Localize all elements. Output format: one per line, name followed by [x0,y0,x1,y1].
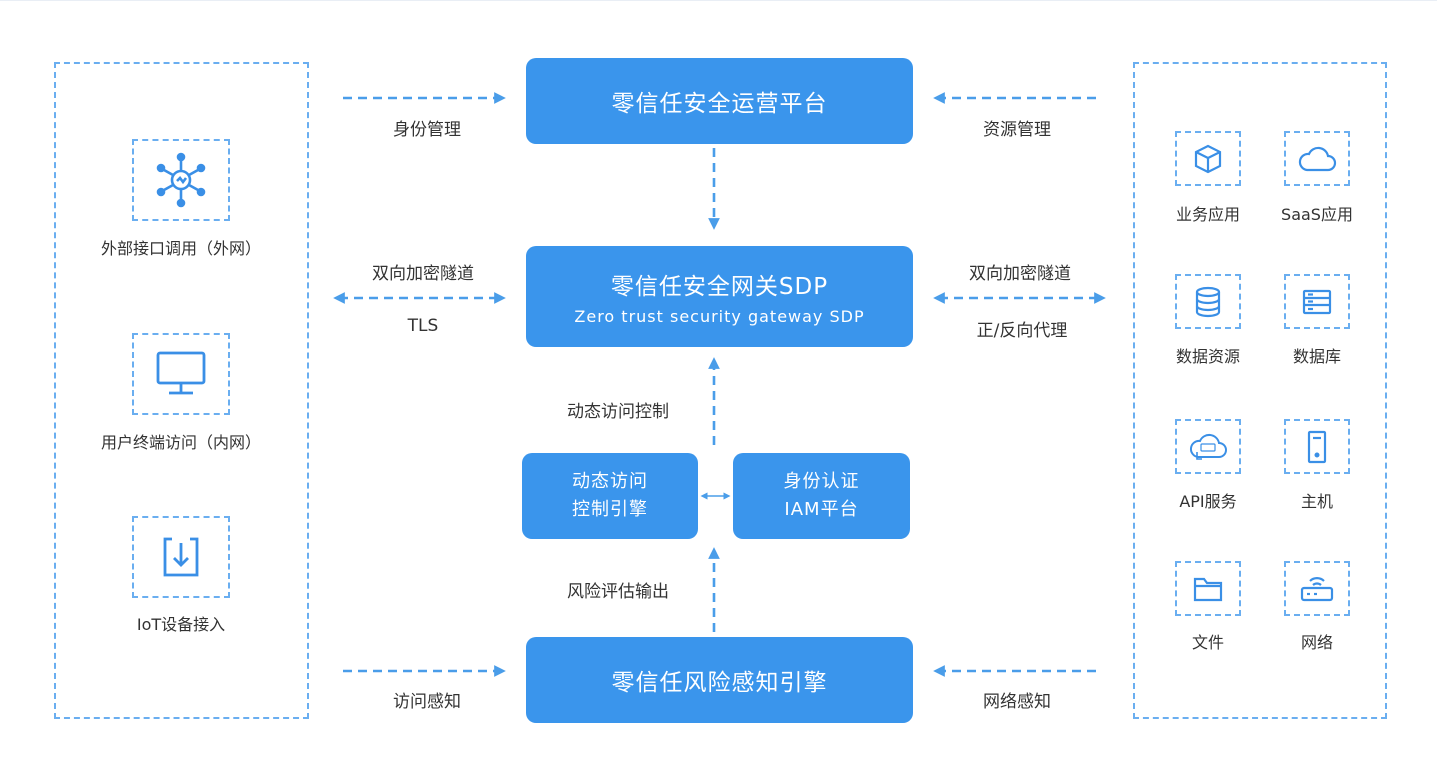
monitor-icon [156,351,206,395]
label-network-sense: 网络感知 [983,692,1051,712]
right-item-label: 网络 [1300,633,1334,652]
cloud-icon [1298,146,1337,171]
ops-platform-title: 零信任安全运营平台 [611,91,828,117]
right-item-saas [1284,131,1350,186]
label-dynamic-access: 动态访问控制 [567,402,669,422]
right-item-file [1175,561,1241,616]
gateway-subtitle: Zero trust security gateway SDP [574,307,865,326]
left-item-label: IoT设备接入 [136,615,226,634]
label-resource-mgmt: 资源管理 [983,120,1051,140]
right-item-label: 数据资源 [1175,347,1241,366]
right-item-label: 主机 [1300,492,1334,511]
access-engine-line1: 动态访问 [572,471,648,492]
host-icon [1307,430,1327,463]
label-tunnel-right: 双向加密隧道 [969,264,1071,284]
left-item-label: 用户终端访问（内网） [100,433,262,452]
access-engine-line2: 控制引擎 [572,499,648,520]
network-hub-icon [156,152,206,208]
right-item-network [1284,561,1350,616]
gateway-title: 零信任安全网关SDP [610,274,829,300]
risk-engine-box: 零信任风险感知引擎 [526,637,913,723]
ops-platform-box: 零信任安全运营平台 [526,58,913,144]
left-item-terminal [132,333,230,415]
label-tunnel-left: 双向加密隧道 [372,264,474,284]
top-border [0,0,1437,1]
label-proxy: 正/反向代理 [976,321,1068,341]
iam-line2: IAM平台 [784,499,859,520]
right-item-database [1284,274,1350,329]
risk-engine-title: 零信任风险感知引擎 [611,670,828,696]
right-item-host [1284,419,1350,474]
cube-icon [1194,144,1222,173]
api-cloud-icon [1189,433,1227,460]
iam-box: 身份认证 IAM平台 [733,453,910,539]
database-icon [1195,286,1221,317]
right-item-label: 业务应用 [1175,205,1241,224]
right-item-api [1175,419,1241,474]
iam-line1: 身份认证 [783,471,860,492]
folder-icon [1193,577,1223,601]
gateway-box: 零信任安全网关SDP Zero trust security gateway S… [526,246,913,347]
right-item-label: API服务 [1179,492,1237,511]
router-icon [1300,576,1334,601]
access-engine-box: 动态访问 控制引擎 [522,453,698,539]
left-item-external-api [132,139,230,221]
right-item-label: SaaS应用 [1281,205,1353,224]
server-rack-icon [1302,289,1332,314]
right-item-data-resource [1175,274,1241,329]
label-access-sense: 访问感知 [393,692,461,712]
left-item-label: 外部接口调用（外网） [100,239,262,258]
right-item-label: 数据库 [1292,347,1342,366]
label-risk-output: 风险评估输出 [567,582,669,602]
right-panel [1133,62,1387,719]
right-item-business-app [1175,131,1241,186]
label-identity-mgmt: 身份管理 [393,120,461,140]
right-item-label: 文件 [1191,633,1225,652]
label-tls: TLS [407,316,439,336]
left-item-iot [132,516,230,598]
left-panel [54,62,309,719]
download-device-icon [163,537,199,577]
